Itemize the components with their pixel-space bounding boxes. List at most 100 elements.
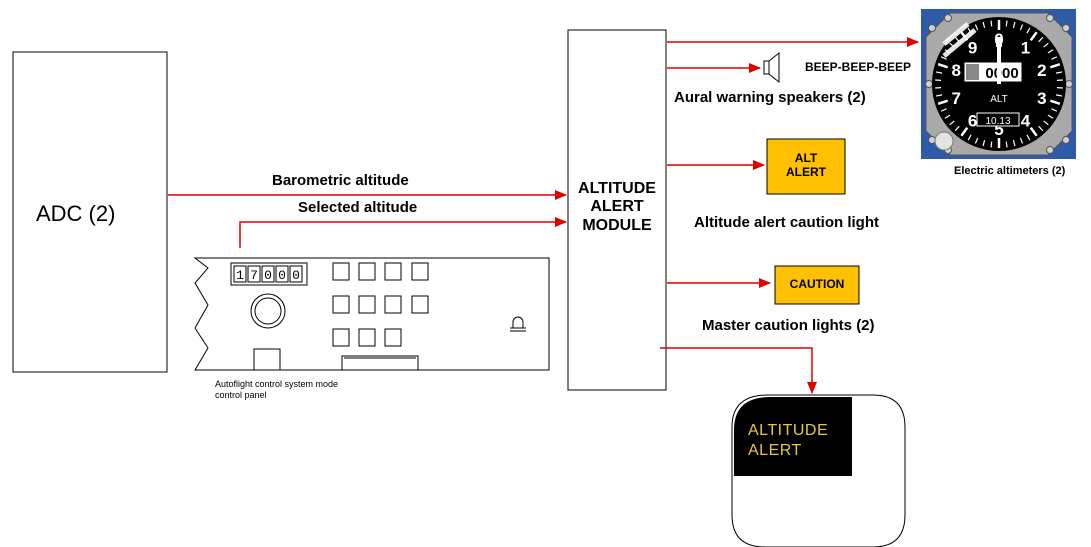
altimeter-knob[interactable] [934,131,954,151]
altimeter-hatch [966,64,979,80]
altimeter-alt-label: ALT [990,94,1008,105]
altimeter-screw [1046,146,1054,154]
altimeter-screw [928,136,936,144]
alt-alert-light-label: ALT ALERT [767,151,845,180]
altitude-digit-cell [233,265,247,283]
mcp-mode-button[interactable] [411,295,429,314]
altimeter-tick [1019,24,1024,31]
altimeter-tick [940,56,947,60]
altimeter-tick [1043,42,1049,48]
altimeter-tick [937,99,949,105]
altimeter-screw [1046,14,1054,22]
display-alert-text: ALTITUDE ALERT [748,421,828,461]
altimeter-dial-number: 1 [1021,39,1030,58]
altimeter-tick [1055,71,1062,74]
altimeter-tick [1005,20,1008,27]
module-label: ALTITUDE ALERT MODULE [568,180,666,235]
altimeter-dial-number: 4 [1021,111,1031,130]
mcp-mode-button[interactable] [384,262,402,281]
altitude-digit: 0 [278,268,286,283]
alt-alert-light [766,138,846,195]
mcp-mode-button[interactable] [332,262,350,281]
mcp-mode-button[interactable] [358,328,376,347]
mcp-mode-button[interactable] [384,328,402,347]
altimeter-tick [1012,140,1016,147]
altimeter-tick [1051,56,1058,60]
altimeter-screw [944,14,952,22]
altimeter-tick [1026,134,1031,141]
altimeter-tick [954,125,960,132]
speaker-caption: Aural warning speakers (2) [674,89,866,106]
altimeter-tick [936,94,943,97]
altimeter-tick [1055,94,1062,97]
altimeter-dial-number: 2 [1037,61,1046,80]
module-label-line2: ALERT [590,198,644,216]
altimeter-dial-number: 6 [968,111,977,130]
altimeter-tick [1005,141,1008,148]
altimeter-tick [937,63,949,69]
mcp-mode-button[interactable] [358,262,376,281]
speaker-icon [763,51,780,84]
module-label-line1: ALTITUDE [578,180,656,197]
altimeter-tick [1043,120,1049,126]
mcp-mode-button[interactable] [332,328,350,347]
altimeter-caption: Electric altimeters (2) [954,165,1066,177]
altimeter-screw [928,24,936,32]
altimeter-dial-number: 8 [951,61,960,80]
altitude-select-knob[interactable] [254,297,282,325]
altimeter-tick [944,114,951,119]
adc-box [12,51,168,373]
altimeter-tick [1047,49,1054,54]
altitude-digit-cell [275,265,289,283]
altitude-digit-cell [261,265,275,283]
altimeter-tick [974,24,979,31]
altimeter-screw [1062,24,1070,32]
altimeter-tick [1029,31,1038,42]
altimeter-tick [1029,126,1038,137]
adc-label: ADC (2) [36,201,116,226]
altimeter-tick [1026,27,1031,34]
altimeter-baro-box [976,112,1020,127]
display-alert-panel [734,397,852,476]
mcp-indicator-icon [510,316,526,332]
altimeter-tick [1019,137,1024,144]
mcp-caption-line1: Autoflight control system mode [215,379,339,389]
caution-light [774,265,860,305]
altitude-alert-module-box [567,29,667,391]
altimeter-tick [960,126,969,137]
altimeter-tick [1049,63,1061,69]
display-alert-line2: ALERT [748,442,802,459]
mcp-mode-button[interactable] [358,295,376,314]
altimeter-tick [990,20,993,27]
altitude-digit-cell [247,265,261,283]
panel-outline [193,257,550,371]
mcp-mode-button[interactable] [411,262,429,281]
altimeter-tick [1049,99,1061,105]
mcp-mode-button[interactable] [332,295,350,314]
altimeter-screw [1062,136,1070,144]
altimeter-tick [949,120,955,126]
altimeter-tick [1051,108,1058,112]
mcp-mode-button[interactable] [384,295,402,314]
altimeter-screw [1065,80,1073,88]
altimeter-tick [1038,36,1044,43]
altimeter-tick [982,21,986,28]
altimeter-tick [936,71,943,74]
altimeter-tick [1038,125,1044,132]
altimeter-glare [942,22,977,58]
caution-light-label: CAUTION [789,277,845,291]
altitude-digit: 0 [264,268,272,283]
altimeter-tick [982,140,986,147]
altimeter-needle-tip [996,37,1002,47]
altimeter-tick [974,137,979,144]
altimeter-dial-number: 7 [951,89,960,108]
altimeter-dial-number: 9 [968,39,977,58]
signal-arrows [168,37,919,394]
display-arrow [660,347,817,394]
module-label-line3: MODULE [582,216,652,234]
mcp-caption: Autoflight control system mode control p… [215,379,338,401]
altimeter-tick [940,108,947,112]
mcp-lower-switch[interactable] [253,348,281,371]
